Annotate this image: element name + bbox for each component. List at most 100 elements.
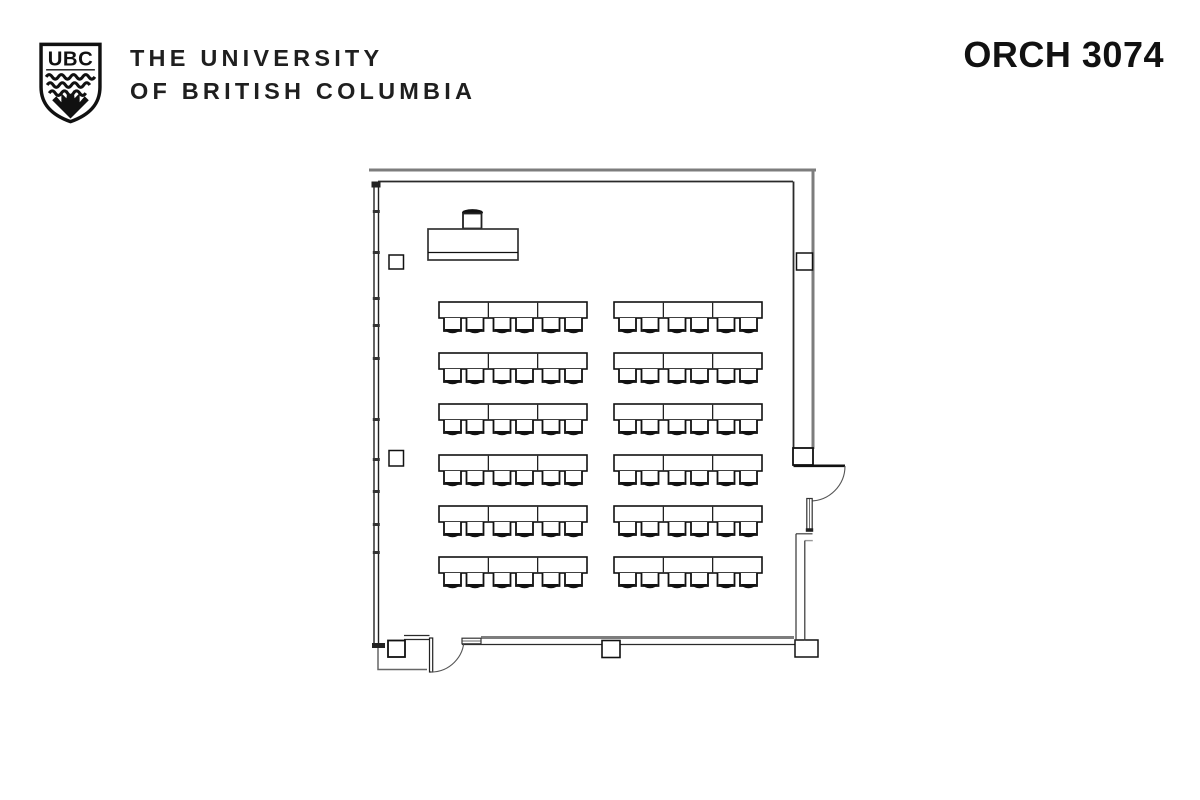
university-name-line2: OF BRITISH COLUMBIA (130, 78, 477, 104)
chair (640, 318, 660, 334)
chair (443, 369, 462, 385)
wall-cap-bottom (372, 643, 385, 648)
table-group (613, 556, 763, 589)
wall-column-bottom-right (794, 639, 819, 658)
chair (515, 318, 534, 334)
table (613, 454, 763, 472)
chair (640, 420, 660, 436)
chair (667, 318, 687, 334)
table-group (438, 352, 588, 385)
chair (465, 573, 485, 589)
chair (443, 573, 462, 589)
right-wall-lower (795, 533, 813, 641)
door-leaf-left (428, 637, 434, 673)
chair (618, 573, 637, 589)
chair (443, 420, 462, 436)
chair (716, 522, 736, 538)
table-group (613, 403, 763, 436)
wall-column-bottom-left (387, 639, 406, 658)
chair (690, 369, 709, 385)
table (438, 352, 588, 370)
table (438, 556, 588, 574)
wall-cap-top (371, 181, 381, 188)
instructor-station (427, 209, 519, 261)
seating-area (438, 301, 763, 589)
chair (618, 420, 637, 436)
instructor-desk (427, 228, 519, 261)
chair (618, 522, 637, 538)
chair (492, 471, 512, 487)
room-label: ORCH 3074 (963, 34, 1164, 75)
chair (443, 318, 462, 334)
chair (739, 573, 758, 589)
chair (465, 522, 485, 538)
chair (667, 471, 687, 487)
table (613, 505, 763, 523)
chair (492, 420, 512, 436)
table (613, 301, 763, 319)
table-group (613, 301, 763, 334)
chair (541, 369, 561, 385)
chair (465, 369, 485, 385)
chair (465, 420, 485, 436)
table (438, 505, 588, 523)
left-wall (371, 181, 385, 648)
chair (690, 471, 709, 487)
chair (492, 369, 512, 385)
instructor-stool (462, 212, 483, 230)
chair (690, 522, 709, 538)
chair (739, 522, 758, 538)
chair (564, 471, 583, 487)
table (438, 301, 588, 319)
door-swing-arc-right (809, 465, 846, 502)
chair (492, 318, 512, 334)
chair (541, 522, 561, 538)
chair (564, 369, 583, 385)
chair (515, 522, 534, 538)
wall-column-bottom-mid (601, 639, 621, 659)
chair (515, 573, 534, 589)
wall-column-right-door (792, 447, 814, 466)
wall-joint-ticks (372, 210, 380, 554)
chair (465, 318, 485, 334)
door-swing-arc-left (430, 638, 465, 673)
table-group (438, 556, 588, 589)
chair (541, 471, 561, 487)
table (613, 403, 763, 421)
inner-walls (378, 180, 818, 646)
chair (564, 522, 583, 538)
chair (564, 420, 583, 436)
wall-columns (387, 252, 819, 659)
chair (515, 369, 534, 385)
chair (492, 573, 512, 589)
table (438, 403, 588, 421)
chair (716, 318, 736, 334)
chair (443, 471, 462, 487)
university-name: THE UNIVERSITY OF BRITISH COLUMBIA (130, 42, 476, 108)
side-door-right (793, 464, 846, 532)
chair (640, 522, 660, 538)
wall-column-left-upper (388, 254, 405, 270)
chair (739, 318, 758, 334)
chair (667, 420, 687, 436)
outer-walls (369, 168, 816, 639)
chair (640, 471, 660, 487)
chair (541, 420, 561, 436)
chair (618, 318, 637, 334)
university-name-line1: THE UNIVERSITY (130, 45, 384, 71)
table (613, 352, 763, 370)
table-group (613, 352, 763, 385)
chair (667, 369, 687, 385)
chair (618, 471, 637, 487)
chair (667, 573, 687, 589)
chair (739, 369, 758, 385)
chair (541, 318, 561, 334)
wall-column-left-mid (388, 449, 405, 467)
chair (564, 573, 583, 589)
table-group (613, 454, 763, 487)
logo-text: UBC (48, 49, 94, 71)
table-group (438, 403, 588, 436)
ubc-shield-icon: UBC (39, 42, 102, 124)
entry-door-left (377, 637, 482, 673)
